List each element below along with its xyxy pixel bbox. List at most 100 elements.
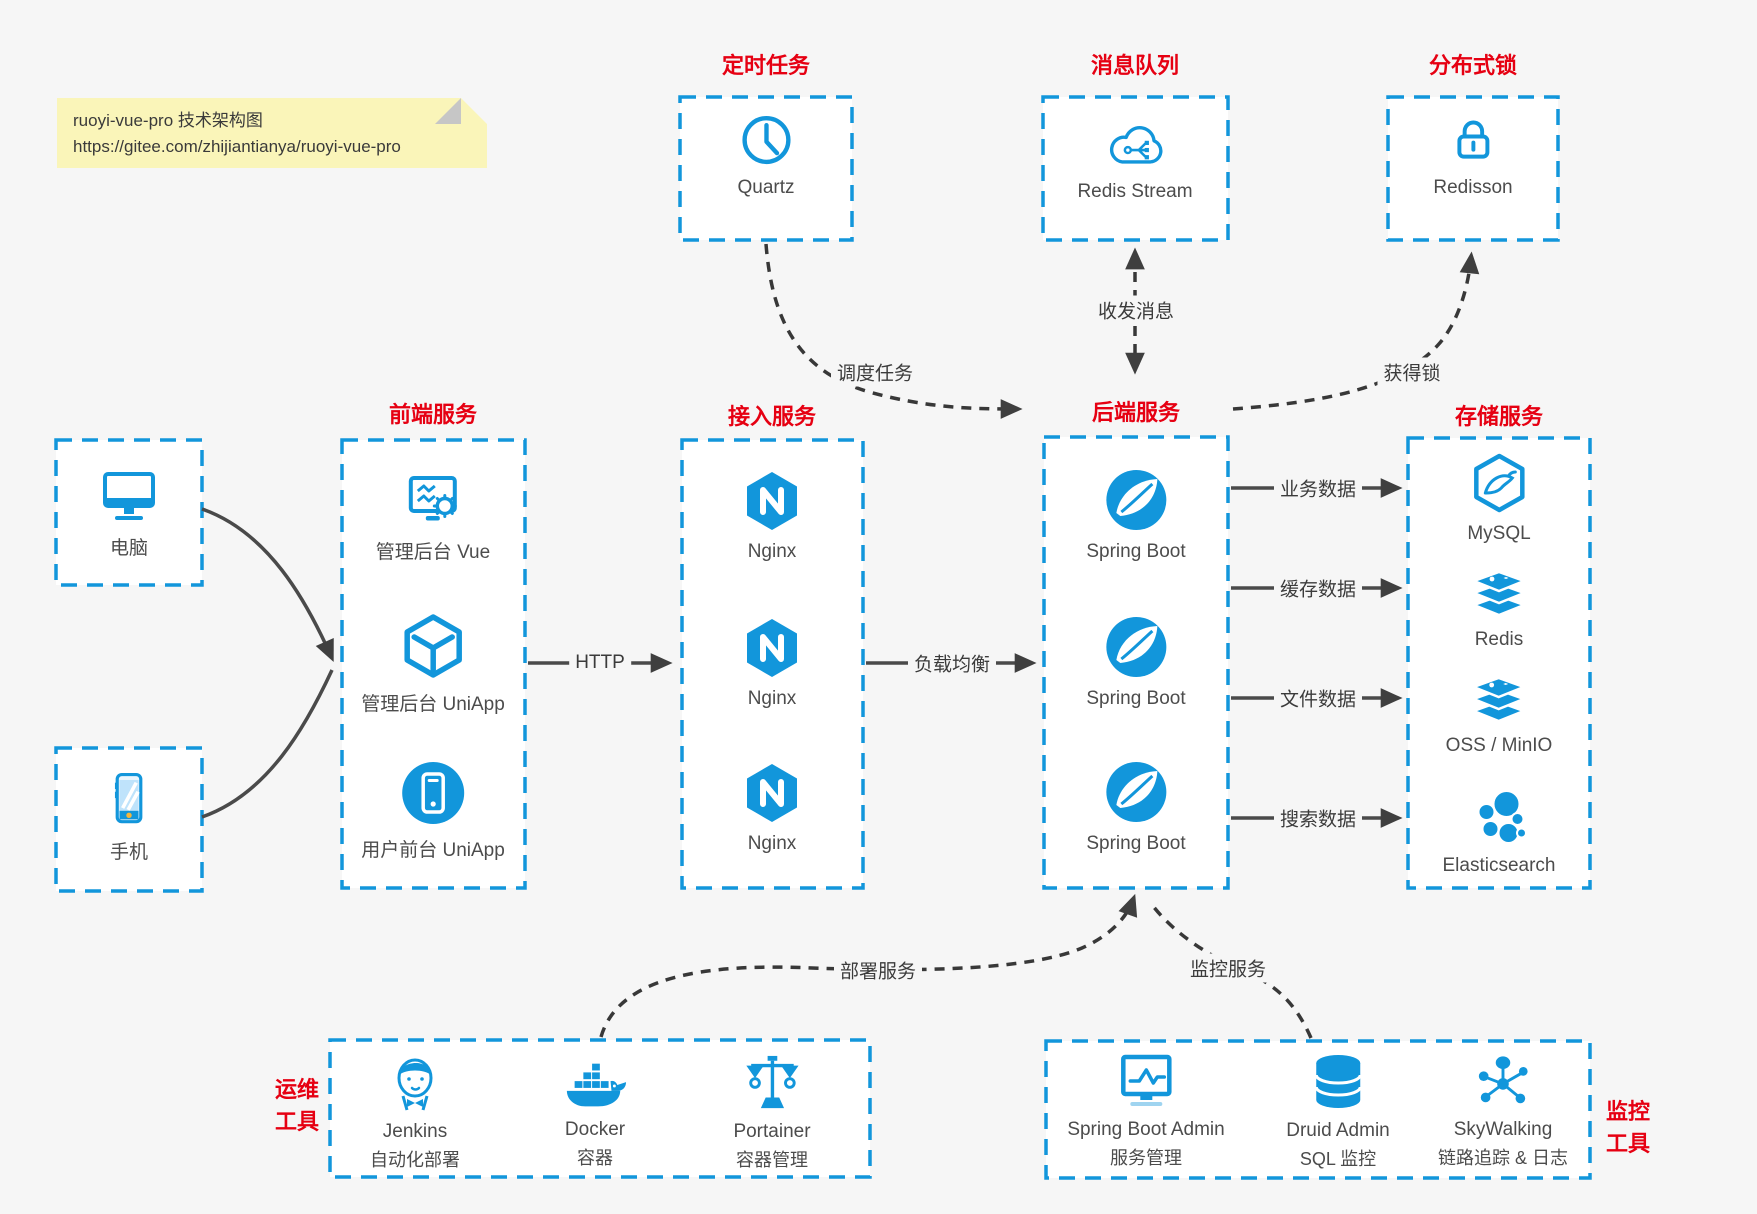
docker-icon xyxy=(566,1063,627,1107)
ops-tools-title: 运维 工具 xyxy=(274,1077,320,1134)
node-label: 电脑 xyxy=(109,538,148,559)
mobile-to-frontend-arrow xyxy=(201,669,334,819)
storage-group-title: 存储服务 xyxy=(1454,404,1544,429)
sba-monitor-icon xyxy=(1120,1054,1172,1106)
node-label: MySQL xyxy=(1467,523,1531,544)
nginx-icon xyxy=(747,764,797,822)
node-redis-stream: Redis Stream xyxy=(1077,118,1193,203)
skywalking-icon xyxy=(1478,1056,1528,1104)
node-label: Spring Boot xyxy=(1086,688,1186,709)
node-label: Portainer xyxy=(733,1121,811,1142)
node-label: Redisson xyxy=(1433,177,1513,198)
node-sublabel: 自动化部署 xyxy=(370,1150,460,1170)
druid-db-icon xyxy=(1314,1055,1362,1108)
note-folded-corner xyxy=(435,98,461,124)
node-mysql: MySQL xyxy=(1467,452,1531,545)
edge-label-file-data: 文件数据 xyxy=(1273,683,1363,713)
node-spring-boot-3: Spring Boot xyxy=(1086,760,1186,855)
node-label: Spring Boot Admin xyxy=(1067,1119,1225,1140)
node-nginx-1: Nginx xyxy=(741,470,803,563)
portainer-icon xyxy=(745,1055,799,1109)
node-label: OSS / MinIO xyxy=(1445,735,1553,756)
edge-label-search-data: 搜索数据 xyxy=(1273,803,1363,833)
quartz-box xyxy=(678,95,854,242)
mysql-icon xyxy=(1473,453,1525,513)
node-sublabel: 链路追踪 & 日志 xyxy=(1437,1148,1569,1168)
nginx-icon xyxy=(747,472,797,530)
edge-label-http: HTTP xyxy=(569,651,631,675)
node-oss-minio: OSS / MinIO xyxy=(1445,676,1553,757)
backend-group-title: 后端服务 xyxy=(1091,400,1181,425)
pc-to-frontend-arrow xyxy=(201,507,334,662)
scheduler-group-title: 定时任务 xyxy=(721,53,811,78)
node-label: SkyWalking xyxy=(1453,1119,1553,1140)
node-label: Nginx xyxy=(747,833,797,854)
cloud-stream-icon xyxy=(1109,126,1163,164)
admin-vue-icon xyxy=(408,476,457,521)
node-sublabel: 服务管理 xyxy=(1110,1148,1182,1168)
uniapp-cube-icon xyxy=(404,614,462,678)
node-label: Redis Stream xyxy=(1077,181,1193,202)
node-spring-boot-1: Spring Boot xyxy=(1086,468,1186,563)
edge-label-acquire-lock: 获得锁 xyxy=(1377,357,1447,387)
spring-icon xyxy=(1105,617,1166,677)
edge-label-cache-data: 缓存数据 xyxy=(1273,573,1363,603)
node-admin-uniapp: 管理后台 UniApp xyxy=(361,612,505,716)
elasticsearch-icon xyxy=(1477,790,1527,844)
node-label: Nginx xyxy=(747,688,797,709)
node-nginx-2: Nginx xyxy=(741,617,803,710)
edge-label-schedule-task: 调度任务 xyxy=(830,357,920,387)
ops-tools-box xyxy=(328,1038,872,1179)
node-spring-boot-admin: Spring Boot Admin 服务管理 xyxy=(1067,1052,1225,1170)
spring-icon xyxy=(1105,762,1166,822)
node-spring-boot-2: Spring Boot xyxy=(1086,615,1186,710)
node-label: Redis xyxy=(1474,629,1524,650)
acquire-lock-arrow xyxy=(1232,251,1480,411)
title-note: ruoyi-vue-pro 技术架构图 https://gitee.com/zh… xyxy=(57,98,487,168)
node-druid-admin: Druid Admin SQL 监控 xyxy=(1286,1053,1390,1171)
access-group-title: 接入服务 xyxy=(727,404,817,429)
node-quartz: Quartz xyxy=(737,112,795,199)
node-label: Druid Admin xyxy=(1286,1120,1390,1141)
node-pc-client: 电脑 xyxy=(97,468,161,560)
node-elasticsearch: Elasticsearch xyxy=(1443,788,1556,877)
node-skywalking: SkyWalking 链路追踪 & 日志 xyxy=(1438,1054,1568,1170)
frontend-group-title: 前端服务 xyxy=(388,402,478,427)
node-sublabel: 容器 xyxy=(577,1148,613,1168)
edge-label-deploy-service: 部署服务 xyxy=(833,955,923,985)
node-sublabel: 容器管理 xyxy=(735,1150,808,1170)
lock-group-title: 分布式锁 xyxy=(1428,53,1518,78)
spring-icon xyxy=(1105,470,1166,530)
node-label: Spring Boot xyxy=(1086,541,1186,562)
node-label: Nginx xyxy=(747,541,797,562)
monitoring-tools-title: 监控 工具 xyxy=(1605,1099,1651,1156)
node-label: 手机 xyxy=(109,842,148,863)
node-portainer: Portainer 容器管理 xyxy=(733,1054,811,1172)
user-uniapp-icon xyxy=(401,762,464,824)
pc-client-box xyxy=(54,438,204,587)
node-redis: Redis xyxy=(1470,570,1528,651)
node-jenkins: Jenkins 自动化部署 xyxy=(370,1052,460,1172)
node-label: Spring Boot xyxy=(1086,833,1186,854)
note-title: ruoyi-vue-pro 技术架构图 xyxy=(73,111,263,130)
node-label: 管理后台 Vue xyxy=(375,542,491,563)
nginx-icon xyxy=(747,619,797,677)
node-nginx-3: Nginx xyxy=(741,762,803,855)
desktop-icon xyxy=(103,472,155,520)
node-admin-vue: 管理后台 Vue xyxy=(376,472,490,564)
node-mobile-client: 手机 xyxy=(100,770,158,864)
node-label: Elasticsearch xyxy=(1442,855,1556,876)
node-user-uniapp: 用户前台 UniApp xyxy=(361,760,505,862)
schedule-task-arrow xyxy=(764,243,1023,419)
node-label: Docker xyxy=(564,1119,626,1140)
edge-label-send-receive-msg: 收发消息 xyxy=(1091,295,1181,325)
node-label: 管理后台 UniApp xyxy=(361,694,505,715)
redis-stream-box xyxy=(1041,95,1230,242)
mobile-icon xyxy=(114,772,143,824)
node-sublabel: SQL 监控 xyxy=(1299,1149,1377,1169)
node-redisson: Redisson xyxy=(1433,112,1513,199)
mq-group-title: 消息队列 xyxy=(1090,53,1180,78)
note-url: https://gitee.com/zhijiantianya/ruoyi-vu… xyxy=(73,137,401,156)
deploy-service-arrow xyxy=(599,893,1138,1038)
